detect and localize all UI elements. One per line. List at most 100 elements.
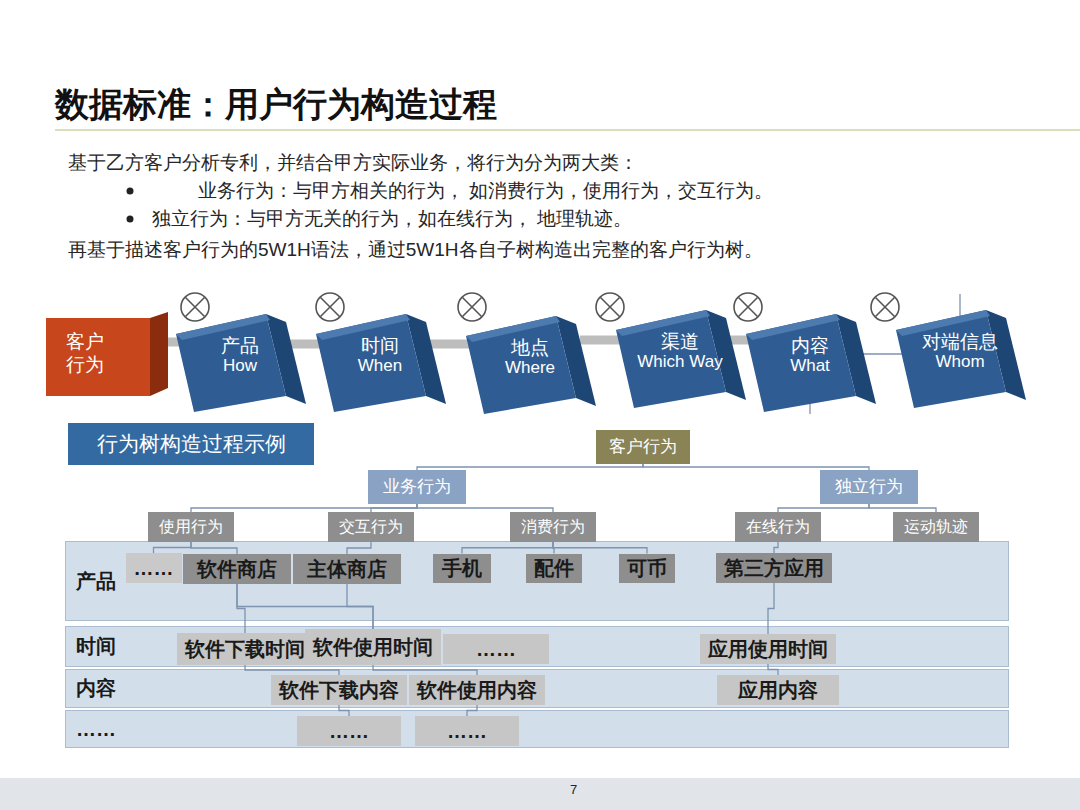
band-heading: …… xyxy=(76,718,116,741)
tree-connector xyxy=(869,504,936,512)
block-side xyxy=(150,312,168,396)
tree-connector xyxy=(774,542,778,553)
cross-symbol xyxy=(871,293,899,321)
node-label: 运动轨迹 xyxy=(904,518,968,536)
node-label: 主体商店 xyxy=(307,558,387,581)
node-label: 独立行为 xyxy=(835,477,903,497)
time-box: 应用使用时间 xyxy=(700,634,836,664)
behavior-node: 在线行为 xyxy=(735,512,821,542)
product-box: 第三方应用 xyxy=(716,553,832,583)
cross-circle xyxy=(734,293,762,321)
dimension-band: 产品……软件商店主体商店手机配件可币第三方应用 xyxy=(65,541,1009,621)
block-face xyxy=(46,318,150,396)
dimension-cube: 产品How xyxy=(170,298,310,414)
section-label: 行为树构造过程示例 xyxy=(68,423,314,465)
cross-stroke xyxy=(321,298,340,317)
ellipsis-box: …… xyxy=(297,716,401,746)
cross-stroke xyxy=(463,298,482,317)
tree-connector xyxy=(467,705,477,716)
cube-face xyxy=(616,310,726,408)
dimension-cube: 渠道Which Way xyxy=(610,294,750,410)
tree-connector xyxy=(768,583,774,634)
category-node: 独立行为 xyxy=(820,470,918,504)
tree-connector xyxy=(417,464,643,470)
time-box: 软件使用时间 xyxy=(305,629,441,665)
dimension-band: 内容软件下载内容软件使用内容应用内容 xyxy=(65,669,1009,708)
cross-symbols xyxy=(181,293,899,321)
chain-link xyxy=(580,336,630,345)
cross-symbol xyxy=(596,293,624,321)
node-label: 应用使用时间 xyxy=(708,638,828,661)
cross-symbol xyxy=(316,293,344,321)
node-label: 产品 xyxy=(221,336,259,357)
cube-face xyxy=(466,316,576,414)
tree-connector xyxy=(373,665,477,675)
tree-connector xyxy=(778,504,869,512)
cross-circle xyxy=(181,293,209,321)
product-box: 手机 xyxy=(433,554,491,583)
node-label: 软件使用时间 xyxy=(313,636,433,659)
category-node: 业务行为 xyxy=(368,470,466,504)
band-heading: 时间 xyxy=(76,635,116,658)
cube-face xyxy=(316,314,426,412)
node-label: …… xyxy=(447,720,487,743)
product-box: 配件 xyxy=(526,554,582,583)
cross-circle xyxy=(596,293,624,321)
cross-stroke xyxy=(186,298,205,317)
node-label: 客户行为 xyxy=(66,331,106,377)
node-label: 手机 xyxy=(442,557,482,580)
node-label: 软件商店 xyxy=(197,558,277,581)
tree-connector xyxy=(154,542,192,553)
node-label: 使用行为 xyxy=(159,518,223,536)
behavior-node: 交互行为 xyxy=(328,512,414,542)
cross-symbol xyxy=(734,293,762,321)
ellipsis-box: …… xyxy=(443,634,549,664)
node-label: 时间 xyxy=(361,336,399,357)
node-label: 交互行为 xyxy=(339,518,403,536)
ellipsis-box: …… xyxy=(415,716,519,746)
chain-link xyxy=(150,338,190,347)
dimension-cube: 内容What xyxy=(740,298,880,414)
node-label: 可币 xyxy=(627,557,667,580)
tree-connector xyxy=(191,504,417,512)
dimension-keyword: When xyxy=(358,357,402,376)
tree-connector xyxy=(347,584,373,629)
dimension-band: 时间 软件下载时间软件使用时间 …… 应用使用时间 xyxy=(65,626,1009,667)
node-label: 软件下载时间 xyxy=(185,638,305,661)
cross-circle xyxy=(458,293,486,321)
intro-text: 基于乙方客户分析专利，并结合甲方实际业务，将行为分为两大类： xyxy=(68,150,638,176)
tree-connector xyxy=(191,542,237,554)
dimension-keyword: Where xyxy=(505,359,555,378)
product-box: 软件商店 xyxy=(183,554,291,584)
node-label: 业务行为 xyxy=(383,477,451,497)
node-label: 消费行为 xyxy=(521,518,585,536)
tree-connector xyxy=(768,664,778,675)
bullet xyxy=(127,216,134,223)
node-label: 在线行为 xyxy=(746,518,810,536)
node-label: 客户行为 xyxy=(609,437,677,457)
chain-link xyxy=(430,340,480,349)
node-label: 应用内容 xyxy=(738,679,818,702)
dimension-cube: 时间When xyxy=(310,298,450,414)
cross-symbol xyxy=(181,293,209,321)
chain-link xyxy=(290,340,330,349)
node-label: 对端信息 xyxy=(922,332,998,353)
dimension-keyword: What xyxy=(790,357,830,376)
tree-connector xyxy=(553,542,647,554)
cube-face xyxy=(896,310,1006,408)
node-label: 行为树构造过程示例 xyxy=(97,432,286,456)
root-node: 客户行为 xyxy=(596,430,690,464)
behavior-node: 运动轨迹 xyxy=(893,512,979,542)
footer-bar xyxy=(0,778,1080,810)
cube-face xyxy=(176,314,286,412)
actor-block: 客户行为 xyxy=(46,312,170,396)
node-label: 渠道 xyxy=(661,332,699,353)
node-label: …… xyxy=(329,720,369,743)
cube-face xyxy=(746,314,856,412)
band-heading: 内容 xyxy=(76,677,116,700)
ellipsis-box: …… xyxy=(126,553,182,583)
behavior-node: 使用行为 xyxy=(148,512,234,542)
node-label: 软件使用内容 xyxy=(417,679,537,702)
dimension-keyword: Whom xyxy=(935,353,984,372)
